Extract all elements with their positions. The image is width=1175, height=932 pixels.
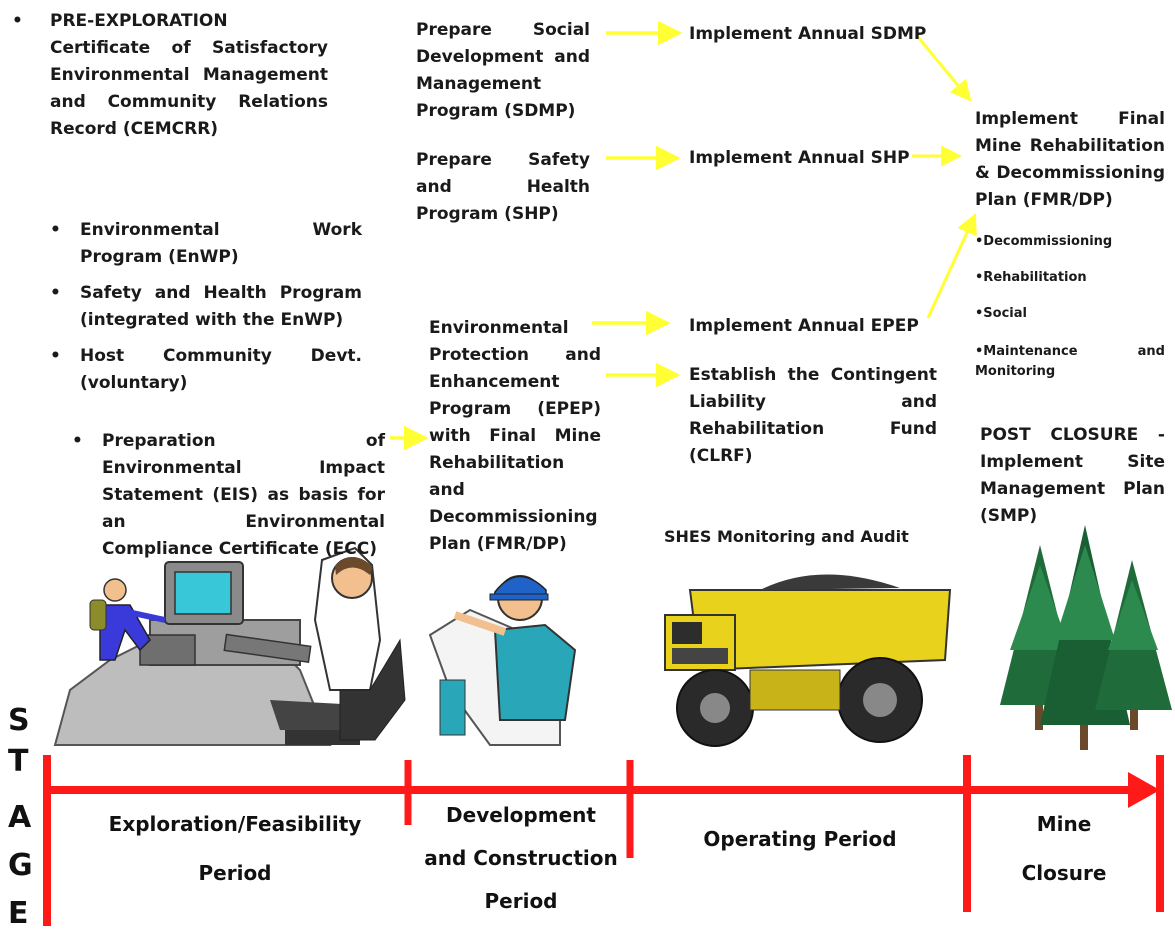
stage-letter-g: G xyxy=(8,848,33,883)
implement-fmrdp: Implement Final Mine Rehabilitation & De… xyxy=(975,109,1165,210)
bullet-icon: • xyxy=(50,220,61,240)
sub-social: •Social xyxy=(975,306,1027,321)
prepare-sdmp: Prepare Social Development and Managemen… xyxy=(416,20,590,121)
period-closure-line2: Closure xyxy=(1021,861,1107,885)
implement-shp: Implement Annual SHP xyxy=(689,148,910,168)
bullet-safety: Safety and Health Program (integrated wi… xyxy=(80,283,362,330)
shes-monitoring: SHES Monitoring and Audit xyxy=(664,527,909,546)
post-closure: POST CLOSURE - Implement Site Management… xyxy=(980,425,1165,526)
bullet-host-community: Host Community Devt. (voluntary) xyxy=(80,346,362,393)
prepare-shp: Prepare Safety and Health Program (SHP) xyxy=(416,150,590,224)
stage-letter-e: E xyxy=(8,896,29,931)
period-closure-line1: Mine xyxy=(1036,812,1092,836)
stage-letter-a: A xyxy=(8,800,32,835)
sub-rehabilitation: •Rehabilitation xyxy=(975,270,1087,285)
stage-letter-t: T xyxy=(8,744,29,779)
sub-maintenance: •Maintenance and Monitoring xyxy=(975,344,1165,379)
period-development-line3: Period xyxy=(484,889,558,913)
engineer-blueprint-icon xyxy=(428,575,577,746)
eis-text: Preparation of Environmental Impact Stat… xyxy=(102,431,385,559)
implement-sdmp: Implement Annual SDMP xyxy=(689,24,927,44)
pre-exploration-text: Certificate of Satisfactory Environmenta… xyxy=(50,38,328,139)
haul-truck-icon xyxy=(664,574,952,747)
period-development-line2: and Construction xyxy=(424,846,618,870)
period-operating: Operating Period xyxy=(703,827,897,851)
pine-trees-icon xyxy=(1000,525,1172,750)
bullet-icon: • xyxy=(12,11,23,31)
bullet-icon: • xyxy=(72,431,83,451)
arrow-epep-to-fmr xyxy=(926,213,977,319)
bullet-enwp: Environmental Work Program (EnWP) xyxy=(80,220,362,267)
period-development-line1: Development xyxy=(446,803,596,827)
period-exploration-line2: Period xyxy=(198,861,272,885)
establish-clrf: Establish the Contingent Liability and R… xyxy=(689,365,937,466)
pre-exploration-title: PRE-EXPLORATION xyxy=(50,11,228,31)
period-exploration-line1: Exploration/Feasibility xyxy=(108,812,362,836)
bullet-icon: • xyxy=(50,346,61,366)
arrow-sdmp-to-fmr xyxy=(916,36,972,102)
implement-epep: Implement Annual EPEP xyxy=(689,316,919,336)
computer-user-icon xyxy=(53,546,406,746)
epep-text: Environmental Protection and Enhancement… xyxy=(429,318,601,554)
bullet-icon: • xyxy=(50,283,61,303)
stage-letter-s: S xyxy=(8,703,30,738)
sub-decommissioning: •Decommissioning xyxy=(975,234,1113,249)
stage-timeline xyxy=(43,755,1164,926)
